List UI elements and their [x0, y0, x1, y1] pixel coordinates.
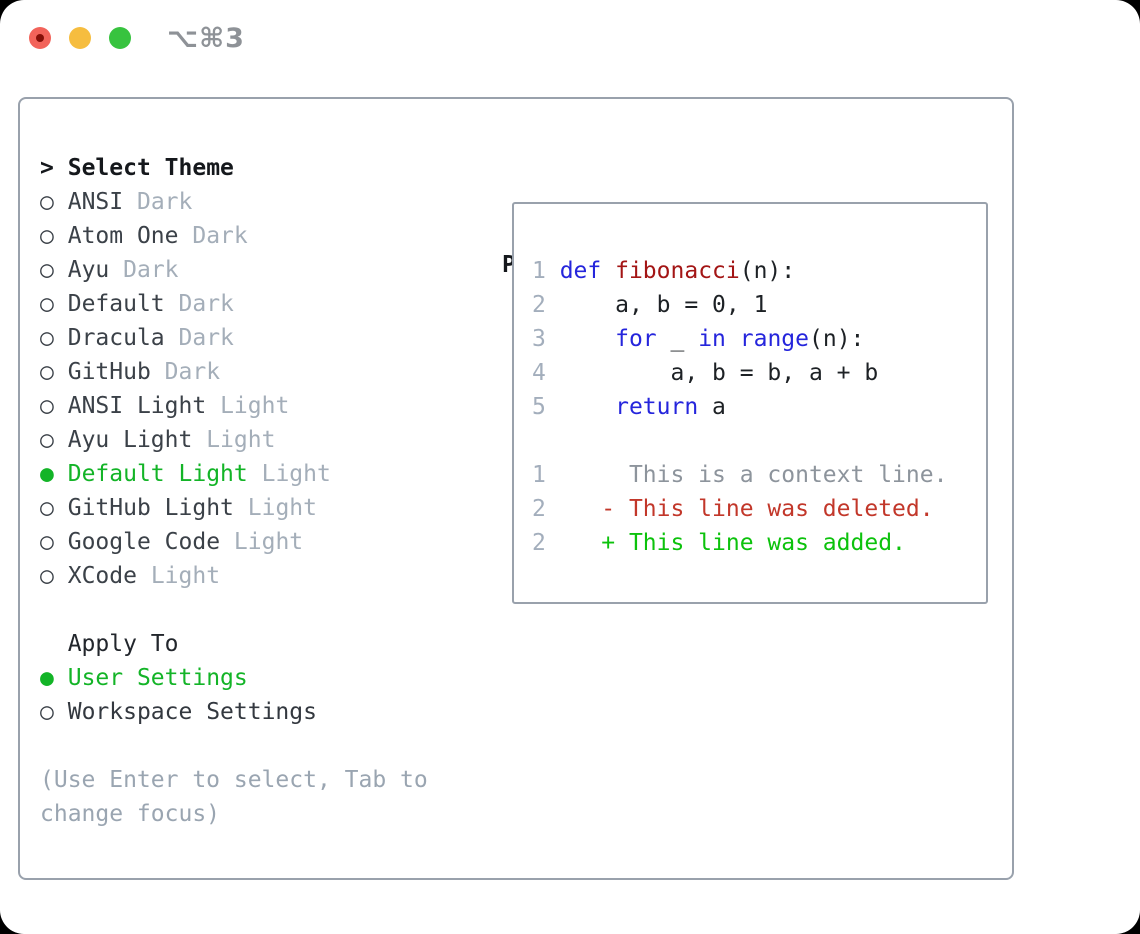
theme-name: GitHub — [67, 359, 151, 385]
theme-variant-tag: Dark — [178, 325, 234, 351]
theme-variant-tag: Light — [233, 529, 304, 555]
theme-option[interactable]: ○ ANSI Light Light — [40, 389, 480, 423]
theme-option[interactable]: ○ Atom One Dark — [40, 219, 480, 253]
code-line: 5 return a — [532, 394, 726, 420]
preview-box: 1 def fibonacci(n): 2 a, b = 0, 1 3 for _ … — [512, 202, 988, 604]
radio-unselected-icon: ○ — [40, 325, 54, 351]
apply-to-title: Apply To — [67, 631, 179, 657]
theme-option[interactable]: ○ Google Code Light — [40, 525, 480, 559]
apply-to-label: User Settings — [67, 665, 248, 691]
theme-variant-tag: Dark — [164, 359, 221, 385]
radio-unselected-icon: ○ — [40, 699, 54, 725]
code-line: 4 a, b = b, a + b — [532, 360, 879, 386]
theme-list: ○ ANSI Dark○ Atom One Dark○ Ayu Dark○ De… — [40, 185, 480, 593]
theme-name: Default — [67, 291, 165, 317]
spacer — [40, 593, 480, 627]
theme-variant-tag: Light — [150, 563, 221, 589]
theme-name: ANSI Light — [67, 393, 207, 419]
code-line: 1 This is a context line. — [532, 462, 948, 488]
radio-unselected-icon: ○ — [40, 291, 54, 317]
theme-variant-tag: Light — [206, 427, 276, 453]
theme-option[interactable]: ● Default Light Light — [40, 457, 480, 491]
theme-name: GitHub Light — [67, 495, 234, 521]
radio-selected-icon: ● — [40, 461, 54, 487]
apply-to-option[interactable]: ○ Workspace Settings — [40, 695, 480, 729]
code-line: 1 def fibonacci(n): — [532, 258, 796, 284]
unsaved-dot-icon — [36, 34, 44, 42]
theme-variant-tag: Dark — [192, 223, 248, 249]
theme-option[interactable]: ○ ANSI Dark — [40, 185, 480, 219]
theme-picker-panel: > Select Theme ○ ANSI Dark○ Atom One Dar… — [18, 97, 1014, 880]
theme-name: Dracula — [67, 325, 165, 351]
theme-name: Default Light — [67, 461, 248, 487]
apply-to-list: ● User Settings○ Workspace Settings — [40, 661, 480, 729]
theme-variant-tag: Light — [220, 393, 290, 419]
theme-name: Google Code — [67, 529, 221, 555]
radio-unselected-icon: ○ — [40, 393, 54, 419]
theme-name: Ayu Light — [67, 427, 193, 453]
theme-variant-tag: Dark — [136, 189, 193, 215]
close-button[interactable] — [29, 27, 51, 49]
theme-variant-tag: Light — [247, 495, 317, 521]
left-column: > Select Theme ○ ANSI Dark○ Atom One Dar… — [40, 151, 480, 831]
apply-to-label: Workspace Settings — [67, 699, 317, 725]
spacer — [40, 729, 480, 763]
theme-variant-tag: Dark — [178, 291, 234, 317]
theme-name: ANSI — [67, 189, 124, 215]
radio-unselected-icon: ○ — [40, 257, 54, 283]
radio-unselected-icon: ○ — [40, 427, 54, 453]
code-line — [532, 424, 986, 458]
minimize-button[interactable] — [69, 27, 91, 49]
theme-name: Atom One — [67, 223, 179, 249]
theme-option[interactable]: ○ Ayu Dark — [40, 253, 480, 287]
radio-unselected-icon: ○ — [40, 529, 54, 555]
theme-list-header: > Select Theme — [40, 151, 480, 185]
radio-unselected-icon: ○ — [40, 495, 54, 521]
help-text: (Use Enter to select, Tab to change focu… — [40, 767, 428, 827]
theme-variant-tag: Light — [261, 461, 331, 487]
theme-list-title: Select Theme — [67, 155, 234, 181]
theme-option[interactable]: ○ Dracula Dark — [40, 321, 480, 355]
radio-unselected-icon: ○ — [40, 359, 54, 385]
theme-name: XCode — [67, 563, 137, 589]
code-line: 3 for _ in range(n): — [532, 326, 865, 352]
radio-unselected-icon: ○ — [40, 189, 54, 215]
keyboard-shortcut-label: ⌥⌘3 — [167, 23, 245, 54]
preview-code: 1 def fibonacci(n): 2 a, b = 0, 1 3 for _ … — [532, 254, 986, 560]
theme-option[interactable]: ○ XCode Light — [40, 559, 480, 593]
theme-option[interactable]: ○ Default Dark — [40, 287, 480, 321]
theme-option[interactable]: ○ Ayu Light Light — [40, 423, 480, 457]
zoom-button[interactable] — [109, 27, 131, 49]
titlebar: ⌥⌘3 — [0, 0, 1140, 78]
theme-variant-tag: Dark — [123, 257, 179, 283]
theme-name: Ayu — [67, 257, 110, 283]
code-line: 2 a, b = 0, 1 — [532, 292, 768, 318]
apply-to-header: Apply To — [40, 627, 480, 661]
apply-to-option[interactable]: ● User Settings — [40, 661, 480, 695]
theme-option[interactable]: ○ GitHub Light Light — [40, 491, 480, 525]
radio-unselected-icon: ○ — [40, 223, 54, 249]
theme-option[interactable]: ○ GitHub Dark — [40, 355, 480, 389]
radio-unselected-icon: ○ — [40, 563, 54, 589]
code-line: 2 + This line was added. — [532, 530, 906, 556]
radio-selected-icon: ● — [40, 665, 54, 691]
focus-prompt-icon: > — [40, 155, 54, 181]
code-line: 2 - This line was deleted. — [532, 496, 934, 522]
